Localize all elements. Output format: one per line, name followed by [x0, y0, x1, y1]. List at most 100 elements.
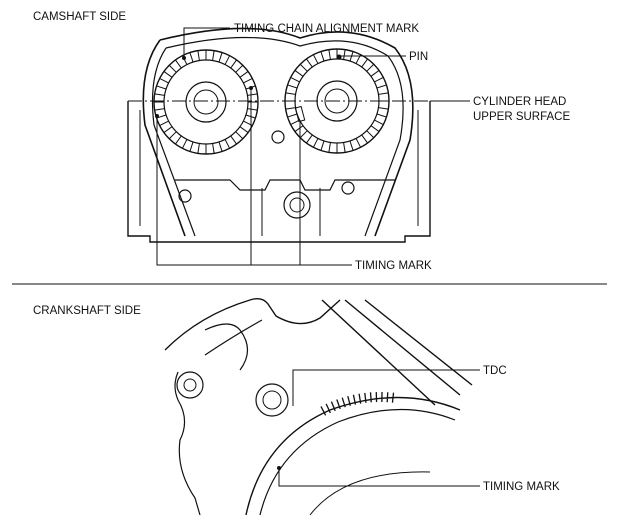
- cam-pin: [336, 54, 342, 60]
- sprocket-tooth: [306, 58, 313, 68]
- head-hole: [271, 130, 285, 144]
- head-bolt-left: [178, 189, 192, 203]
- degree-tick: [347, 395, 351, 406]
- block-upper-outline: [164, 297, 341, 351]
- sprocket-tooth: [285, 107, 296, 110]
- crank-pulley-hub-arc: [309, 471, 431, 516]
- degree-tick: [330, 401, 336, 412]
- sprocket-tooth: [163, 126, 173, 133]
- label-cylinder-head: CYLINDER HEAD: [473, 96, 566, 108]
- block-web: [204, 323, 249, 371]
- degree-tick: [358, 393, 362, 404]
- sprocket-tooth: [328, 49, 331, 60]
- left-sprocket-bore: [193, 89, 219, 115]
- sprocket-tooth: [235, 131, 244, 140]
- head-boss: [283, 191, 311, 219]
- sprocket-tooth: [181, 139, 188, 149]
- camshaft-drawing: [127, 27, 470, 266]
- label-pin: PIN: [409, 51, 428, 63]
- sprocket-tooth: [235, 64, 244, 73]
- sprocket-tooth: [290, 119, 300, 126]
- sprocket-tooth: [320, 51, 325, 62]
- sprocket-tooth: [239, 126, 249, 133]
- sprocket-tooth: [168, 131, 177, 140]
- sprocket-tooth: [189, 52, 194, 63]
- crank-timing-mark-leader: [278, 468, 480, 487]
- sprocket-tooth: [349, 140, 354, 151]
- sprocket-tooth: [366, 63, 375, 72]
- sprocket-tooth: [376, 84, 387, 89]
- degree-tick: [386, 392, 389, 403]
- sprocket-tooth: [290, 76, 300, 83]
- degree-tick: [336, 399, 341, 410]
- mount-boss-left-hole: [183, 378, 197, 392]
- sprocket-tooth: [247, 93, 258, 96]
- sprocket-tooth: [285, 92, 296, 95]
- sprocket-tooth: [230, 135, 237, 145]
- sprocket-tooth: [212, 50, 215, 61]
- sprocket-tooth: [376, 113, 387, 118]
- label-upper-surface: UPPER SURFACE: [473, 111, 570, 123]
- head-inner-edge: [139, 110, 419, 226]
- sprocket-tooth: [154, 93, 165, 96]
- sprocket-tooth: [374, 76, 384, 83]
- sprocket-tooth: [287, 113, 298, 118]
- sprocket-tooth: [243, 77, 253, 84]
- mount-boss-left: [176, 371, 204, 399]
- degree-tick: [391, 392, 395, 403]
- label-tdc: TDC: [483, 365, 507, 377]
- sprocket-tooth: [197, 50, 200, 61]
- degree-tick: [325, 403, 331, 414]
- block-inner-edge: [204, 319, 263, 356]
- sprocket-tooth: [230, 59, 237, 69]
- degree-tick: [352, 394, 357, 405]
- degree-tick: [320, 406, 327, 416]
- crankshaft-section-title: CRANKSHAFT SIDE: [33, 305, 141, 317]
- sprocket-tooth: [159, 120, 169, 127]
- label-timing-chain-alignment-mark: TIMING CHAIN ALIGNMENT MARK: [234, 23, 419, 35]
- degree-tick: [369, 392, 372, 403]
- crank-bolt-boss: [255, 383, 289, 417]
- sprocket-tooth: [370, 70, 380, 77]
- sprocket-tooth: [306, 134, 313, 144]
- sprocket-tooth: [294, 70, 304, 77]
- crank-pulley-outer-arc: [245, 396, 461, 516]
- head-boss-inner: [289, 197, 305, 213]
- sprocket-tooth: [239, 71, 249, 78]
- sprocket-tooth: [247, 108, 258, 111]
- sprocket-tooth: [312, 54, 319, 64]
- timing-chain: [142, 27, 414, 237]
- left-sprocket-hub: [185, 81, 227, 123]
- sprocket-tooth: [328, 142, 331, 153]
- head-ribs: [261, 188, 321, 236]
- sprocket-tooth: [224, 55, 231, 65]
- alignment-mark-leader: [183, 27, 230, 58]
- sprocket-tooth: [320, 140, 325, 151]
- sprocket-tooth: [218, 141, 223, 152]
- label-crank-timing-mark: TIMING MARK: [483, 481, 560, 493]
- sprocket-tooth: [189, 141, 194, 152]
- degree-tick: [341, 397, 346, 408]
- sprocket-tooth: [175, 59, 182, 69]
- sprocket-tooth: [294, 125, 304, 132]
- sprocket-tooth: [378, 107, 389, 110]
- left-sprocket-teeth: [154, 50, 258, 154]
- chain-guide-lines: [321, 299, 473, 406]
- sprocket-tooth: [361, 134, 368, 144]
- sprocket-tooth: [156, 85, 167, 90]
- sprocket-tooth: [374, 119, 384, 126]
- degree-tick: [364, 392, 367, 403]
- head-bolt-right: [341, 181, 355, 195]
- sprocket-tooth: [163, 71, 173, 78]
- left-sprocket-rim: [163, 59, 249, 145]
- timing-chain-inner: [151, 36, 404, 237]
- sprocket-tooth: [378, 92, 389, 95]
- sprocket-tooth: [224, 139, 231, 149]
- sprocket-tooth: [343, 49, 346, 60]
- crank-degree-ticks: [320, 392, 395, 416]
- head-lower-ridge: [175, 179, 395, 191]
- sprocket-tooth: [366, 130, 375, 139]
- sprocket-tooth: [218, 52, 223, 63]
- sprocket-tooth: [361, 58, 368, 68]
